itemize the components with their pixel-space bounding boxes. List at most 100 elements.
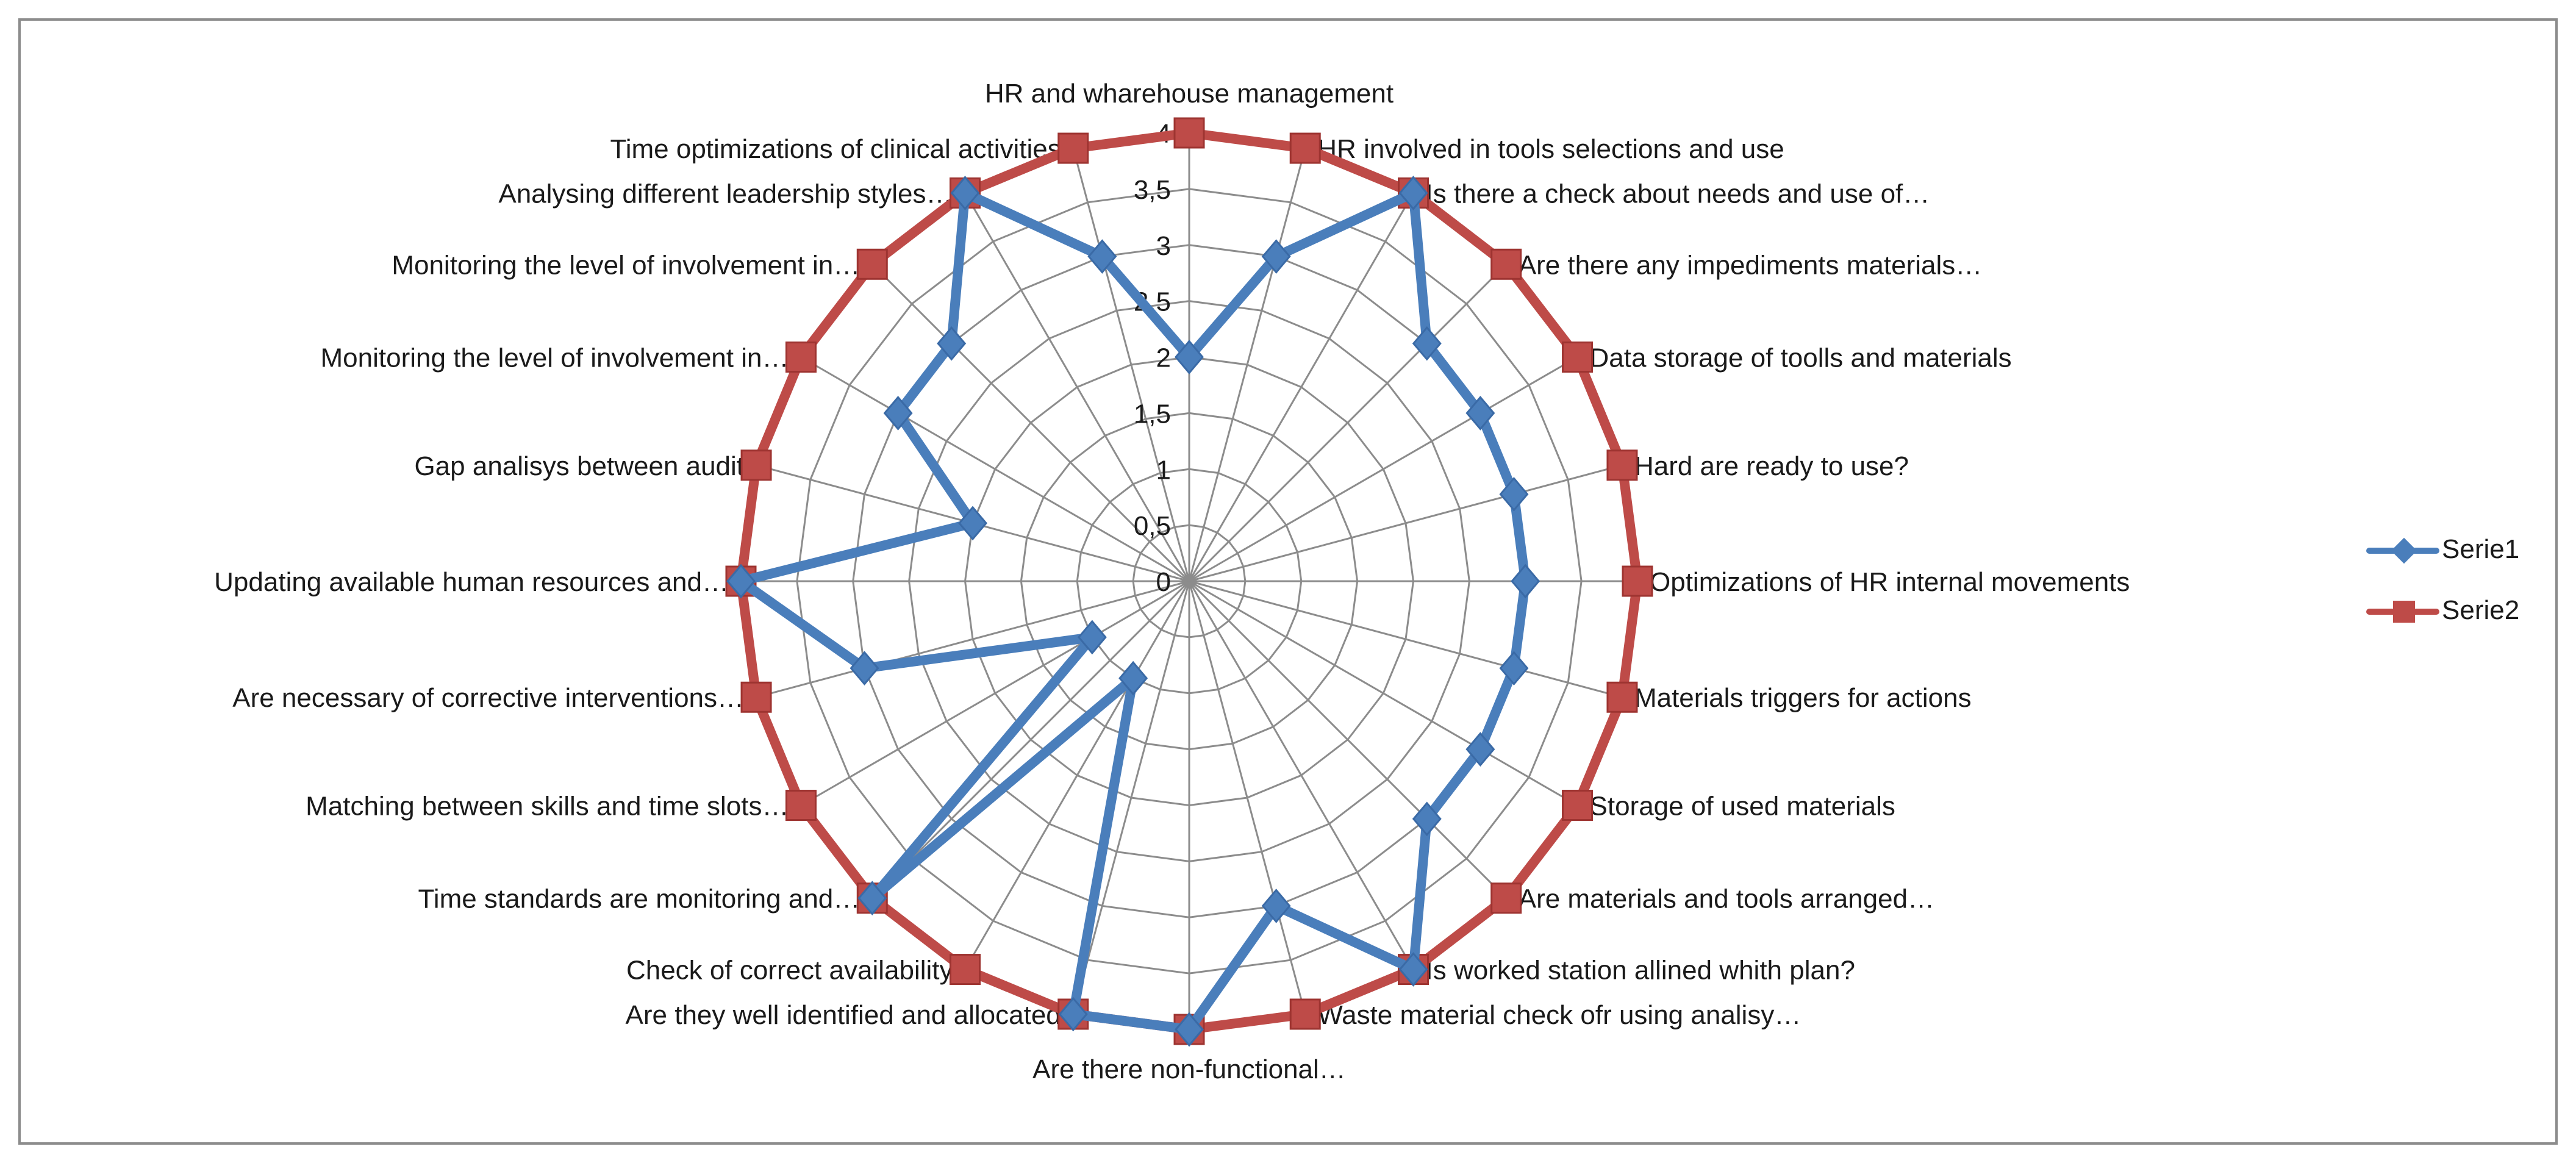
category-label: Hard are ready to use? (1634, 451, 1909, 481)
grid-spoke (1188, 581, 1414, 970)
tick-label: 3,5 (1134, 175, 1171, 205)
data-point (726, 564, 756, 599)
category-label: Gap analisys between audit (414, 451, 744, 481)
data-point (1173, 117, 1205, 149)
data-point (1606, 449, 1638, 481)
category-label: Optimizations of HR internal movements (1650, 567, 2130, 597)
series-serie2 (725, 117, 1653, 1045)
grid-spoke (964, 581, 1190, 970)
data-point (1606, 681, 1638, 713)
data-point (1175, 1012, 1204, 1047)
data-point (1562, 790, 1594, 821)
data-point (1499, 477, 1529, 512)
data-point (1465, 396, 1495, 431)
tick-label: 0 (1156, 567, 1171, 597)
data-point (1398, 952, 1428, 987)
grid-spoke (964, 192, 1190, 582)
tick-label: 1,5 (1134, 399, 1171, 429)
data-point (1057, 132, 1089, 164)
data-point (1118, 660, 1148, 696)
category-label: Analysing different leadership styles… (498, 179, 953, 209)
radial-tick-labels: 00,511,522,533,54 (1134, 119, 1171, 597)
category-label: Are there any impediments materials… (1519, 250, 1983, 280)
tick-label: 0,5 (1134, 511, 1171, 541)
grid-spoke (1189, 580, 1623, 698)
data-point (1412, 801, 1442, 837)
data-point (785, 342, 817, 373)
tick-label: 3 (1156, 231, 1171, 261)
data-point (1261, 239, 1291, 274)
category-label: Monitoring the level of involvement in… (392, 250, 860, 280)
data-point (1398, 176, 1428, 210)
category-label: Are there non-functional… (1032, 1054, 1346, 1084)
data-point (740, 449, 772, 481)
grid-spoke (1189, 580, 1578, 806)
data-point (958, 506, 987, 541)
category-label: Data storage of toolls and materials (1590, 343, 2012, 373)
data-point (1087, 239, 1117, 274)
legend-item-serie1: Serie1 (2366, 531, 2549, 567)
grid-spoke (800, 580, 1190, 806)
category-label: Check of correct availability (626, 956, 953, 986)
category-label: Updating available human resources and… (214, 567, 729, 597)
grid-spoke (800, 356, 1190, 582)
data-point (1412, 326, 1442, 361)
grid-spoke (1188, 263, 1507, 582)
category-label: Is there a check about needs and use of… (1426, 179, 1930, 209)
category-label: HR involved in tools selections and use (1317, 134, 1784, 164)
grid-spoke (1189, 464, 1623, 582)
data-point (1511, 564, 1540, 599)
data-point (850, 651, 879, 685)
series-serie1 (726, 176, 1540, 1047)
category-label: HR and wharehouse management (985, 79, 1394, 109)
grid-spoke (756, 580, 1190, 698)
data-point (883, 396, 913, 431)
data-point (1490, 882, 1522, 914)
data-point (740, 681, 772, 713)
legend-label: Serie1 (2442, 534, 2520, 564)
grid-spoke (1072, 581, 1190, 1015)
category-label: Time standards are monitoring and… (418, 884, 860, 914)
category-label: Are materials and tools arranged… (1519, 884, 1934, 914)
data-point (1175, 340, 1204, 374)
grid-spoke (1189, 356, 1578, 582)
data-point (857, 881, 887, 916)
diamond-marker-icon (2391, 537, 2417, 564)
grid-spoke (871, 580, 1190, 899)
grid-spoke (1188, 148, 1306, 582)
data-point (785, 790, 817, 821)
grid-spoke (871, 263, 1190, 582)
data-point (1465, 732, 1495, 767)
category-labels: HR and wharehouse management HR involved … (214, 79, 2130, 1084)
category-label: Is worked station allined whith plan? (1426, 956, 1855, 986)
legend-label: Serie2 (2442, 595, 2520, 625)
grid-spoke (1188, 580, 1507, 899)
square-marker-icon (2393, 601, 2415, 623)
category-label: Materials triggers for actions (1634, 683, 1972, 713)
grid-spoke (1188, 581, 1306, 1015)
data-point (856, 248, 888, 280)
data-point (950, 176, 980, 210)
data-point (1289, 998, 1321, 1030)
tick-label: 1 (1156, 455, 1171, 485)
category-label: Monitoring the level of involvement in… (321, 343, 789, 373)
data-point (1261, 889, 1291, 923)
category-label: Storage of used materials (1590, 792, 1895, 821)
tick-label: 2 (1156, 343, 1171, 373)
data-point (1077, 620, 1107, 655)
data-point (1490, 248, 1522, 280)
data-point (1622, 565, 1653, 597)
legend-item-serie2: Serie2 (2366, 592, 2549, 628)
data-point (1289, 132, 1321, 164)
grid-spoke (1188, 192, 1414, 582)
category-label: Time optimizations of clinical activitie… (610, 134, 1061, 164)
grid-spoke (1072, 148, 1190, 582)
data-point (1499, 651, 1529, 685)
data-point (1562, 342, 1594, 373)
data-point (950, 954, 981, 986)
category-label: Waste material check ofr using analisy… (1317, 1000, 1801, 1030)
data-point (937, 326, 967, 361)
category-label: Are necessary of corrective intervention… (232, 683, 744, 713)
